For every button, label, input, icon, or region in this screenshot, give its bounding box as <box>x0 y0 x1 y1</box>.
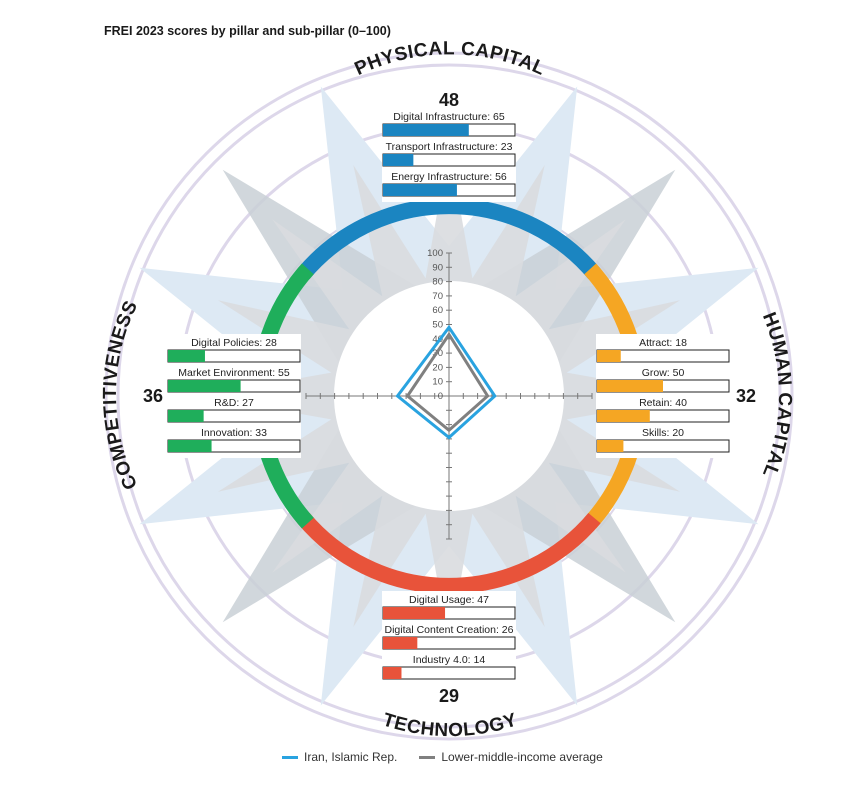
legend-label-average: Lower-middle-income average <box>441 750 603 764</box>
subpillar-label: Digital Usage: 47 <box>409 594 489 606</box>
subpillar-bar-fill <box>383 124 469 136</box>
subpillar-bar-fill <box>597 410 650 422</box>
axis-tick-label: 40 <box>432 334 443 345</box>
pillar-name-human: HUMAN CAPITAL <box>758 310 795 481</box>
legend: Iran, Islamic Rep. Lower-middle-income a… <box>282 750 617 764</box>
subpillar-label: Energy Infrastructure: 56 <box>391 171 507 183</box>
axis-tick-label: 50 <box>432 320 443 331</box>
axis-tick-label: 100 <box>427 248 443 259</box>
subpillar-label: Retain: 40 <box>639 397 687 409</box>
subpillar-label: Attract: 18 <box>639 337 687 349</box>
axis-tick-label: 20 <box>432 362 443 373</box>
legend-label-country: Iran, Islamic Rep. <box>304 750 398 764</box>
subpillar-bar-fill <box>383 154 414 166</box>
subpillar-bar-fill <box>383 184 457 196</box>
legend-swatch-average <box>419 755 436 759</box>
subpillar-label: Market Environment: 55 <box>178 367 290 379</box>
legend-item-country: Iran, Islamic Rep. <box>282 750 397 764</box>
pillar-name-text-competitiveness: COMPETITIVENESS <box>100 297 142 492</box>
subpillar-bar-fill <box>168 350 205 362</box>
series-average <box>405 331 490 433</box>
series-country <box>395 324 497 440</box>
axis-tick-label: 0 <box>438 391 443 402</box>
pillar-arc-technology <box>297 512 601 594</box>
subpillar-label: Digital Infrastructure: 65 <box>393 111 505 123</box>
subpillar-bar-fill <box>383 607 446 619</box>
axis-tick-label: 60 <box>432 305 443 316</box>
subpillar-bar-fill <box>383 667 402 679</box>
pillar-score-competitiveness: 36 <box>143 386 163 406</box>
subpillar-label: Digital Policies: 28 <box>191 337 277 349</box>
axis-tick-label: 10 <box>432 377 443 388</box>
axis-tick-label: 90 <box>432 262 443 273</box>
subpillar-label: Skills: 20 <box>642 427 684 439</box>
pillar-score-physical: 48 <box>439 90 459 110</box>
pillar-score-human: 32 <box>736 386 756 406</box>
pillar-name-text-human: HUMAN CAPITAL <box>758 310 795 481</box>
pillar-arc-physical <box>297 198 601 280</box>
subpillar-bar-fill <box>597 350 621 362</box>
subpillar-bar-fill <box>597 440 624 452</box>
subpillar-bar-fill <box>168 440 212 452</box>
subpillar-bar-fill <box>383 637 418 649</box>
subpillar-label: R&D: 27 <box>214 397 254 409</box>
legend-swatch-country <box>282 755 298 759</box>
subpillar-bar-fill <box>597 380 663 392</box>
chart-title: FREI 2023 scores by pillar and sub-pilla… <box>104 24 391 38</box>
outer-ring <box>104 51 794 741</box>
axis-tick-label: 80 <box>432 277 443 288</box>
pillar-score-technology: 29 <box>439 686 459 706</box>
legend-item-average: Lower-middle-income average <box>419 750 603 764</box>
subpillar-label: Innovation: 33 <box>201 427 267 439</box>
subpillar-label: Industry 4.0: 14 <box>413 654 486 666</box>
subpillar-bar-track <box>382 666 516 680</box>
subpillar-label: Grow: 50 <box>642 367 685 379</box>
outer-ring-inner <box>116 63 782 729</box>
pillar-name-competitiveness: COMPETITIVENESS <box>100 297 142 492</box>
subpillar-label: Transport Infrastructure: 23 <box>386 141 513 153</box>
subpillar-bar-fill <box>168 380 241 392</box>
subpillar-label: Digital Content Creation: 26 <box>385 624 514 636</box>
subpillar-bar-fill <box>168 410 204 422</box>
axis-tick-label: 70 <box>432 291 443 302</box>
